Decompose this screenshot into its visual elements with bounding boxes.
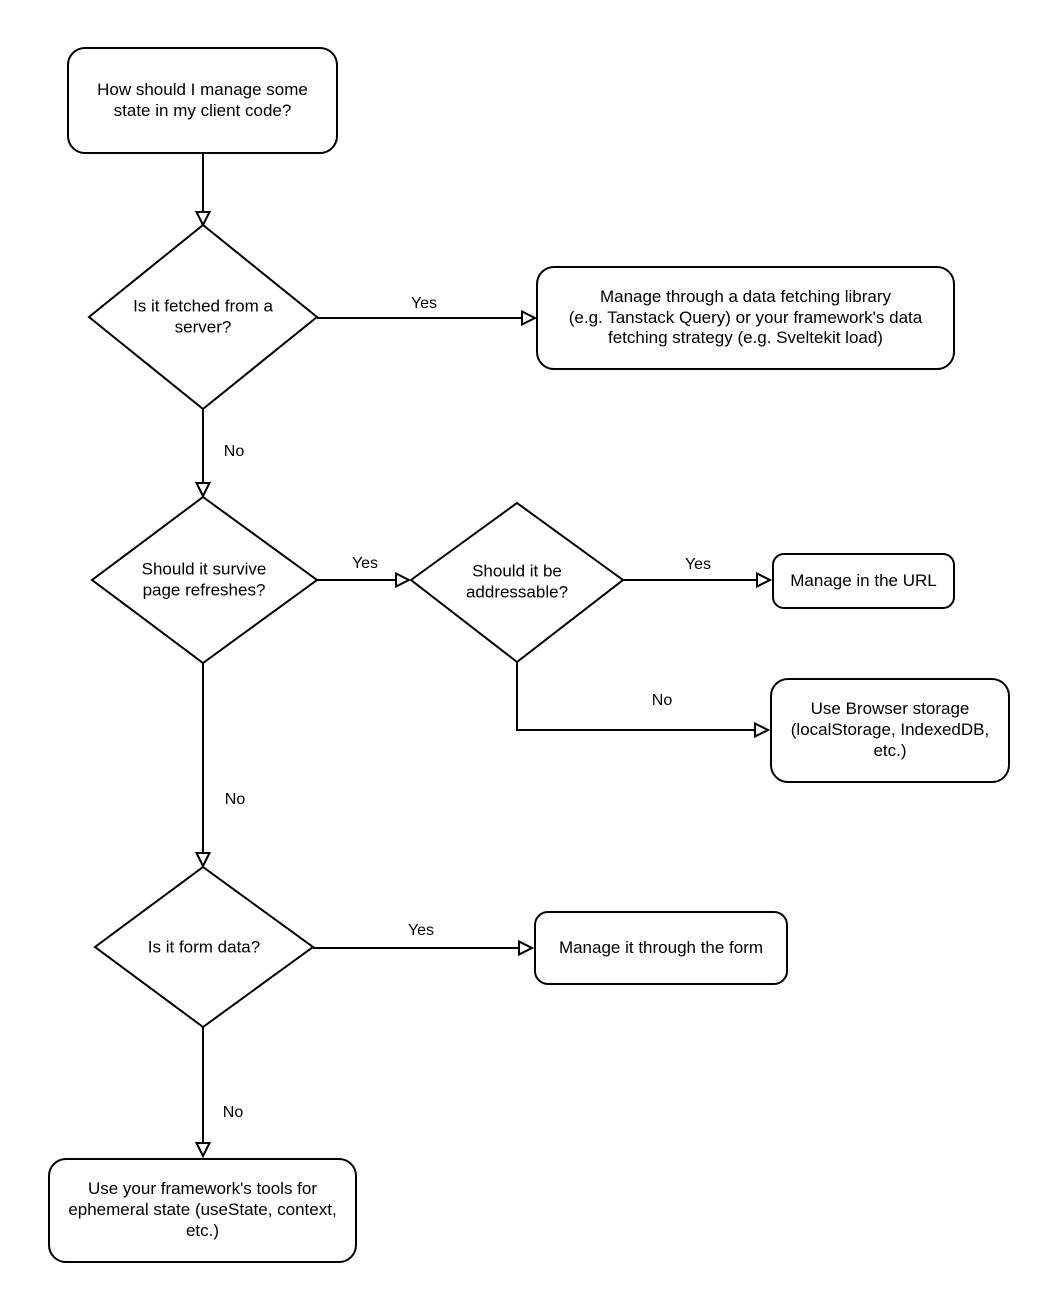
arrowhead-fetched-no [194,482,212,499]
node-ephemeral-state-label: Use your framework's tools for ephemeral… [68,1179,337,1240]
node-ephemeral-state: Use your framework's tools for ephemeral… [48,1158,357,1263]
edge-label-fetched-no: No [221,443,247,461]
decision-diamond-survive [90,495,319,665]
node-start-label: How should I manage some state in my cli… [97,79,308,120]
arrowhead-survive-no [194,852,212,869]
decision-survive-label: Should it survive page refreshes? [141,559,267,599]
node-manage-through-form-label: Manage it through the form [558,937,764,957]
edge-label-fetched-yes: Yes [408,295,440,313]
decision-diamond-addressable [409,501,625,664]
edge-label-form-yes: Yes [405,922,437,940]
node-start: How should I manage some state in my cli… [67,47,338,154]
arrowhead-form-no [194,1142,212,1159]
edge-label-survive-yes: Yes [349,555,381,573]
arrowhead-fetched-yes [521,309,538,327]
edge-addressable-no [516,662,755,731]
node-browser-storage: Use Browser storage (localStorage, Index… [770,678,1010,783]
node-browser-storage-label: Use Browser storage (localStorage, Index… [790,699,990,760]
decision-form-data-label: Is it form data? [147,937,261,957]
node-fetch-library: Manage through a data fetching library (… [536,266,955,370]
node-fetch-library-label: Manage through a data fetching library (… [568,286,923,348]
arrowhead-form-yes [518,939,535,957]
node-manage-in-url: Manage in the URL [772,553,955,609]
node-manage-through-form: Manage it through the form [534,911,788,985]
arrowhead-addressable-yes [756,571,773,589]
arrowhead-start-to-fetched [194,211,212,228]
edge-label-survive-no: No [222,791,248,809]
edge-label-addressable-no: No [649,692,675,710]
decision-fetched-label: Is it fetched from a server? [133,296,273,336]
edge-label-addressable-yes: Yes [682,556,714,574]
arrowhead-survive-yes [395,571,412,589]
decision-diamond-fetched [87,223,319,411]
edge-label-form-no: No [220,1104,246,1122]
decision-diamond-form-data [93,865,315,1029]
arrowhead-addressable-no [754,721,771,739]
decision-addressable-label: Should it be addressable? [465,561,569,601]
node-manage-in-url-label: Manage in the URL [790,570,937,590]
